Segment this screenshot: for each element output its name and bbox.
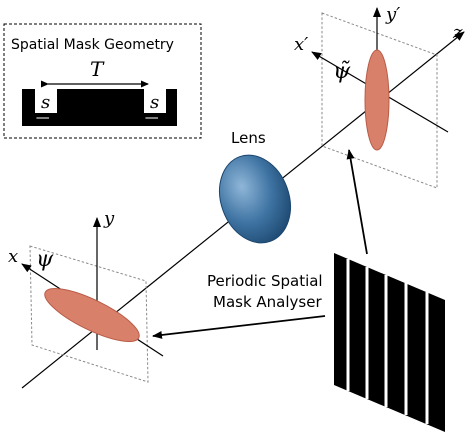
slit-label-right: s xyxy=(150,92,159,113)
mask-analyser-body xyxy=(334,253,445,432)
output-field-label: ψ̃ xyxy=(333,59,351,84)
slit-right xyxy=(144,89,166,113)
input-plane-outline xyxy=(29,245,149,383)
output-z-label: z xyxy=(452,22,463,43)
inset-border xyxy=(3,23,202,139)
output-x-label: x′ xyxy=(294,34,308,55)
output-plane: x′ y′ z ψ̃ xyxy=(294,4,463,189)
mask-geometry-inset: Spatial Mask Geometry T s s xyxy=(3,23,202,139)
arrow-to-output-field xyxy=(346,149,368,255)
inset-title: Spatial Mask Geometry xyxy=(11,37,174,53)
input-y-label: y xyxy=(103,208,115,229)
arrow-to-input-field xyxy=(152,315,326,339)
slit-label-left: s xyxy=(41,92,50,113)
lens-label: Lens xyxy=(231,129,266,147)
output-y-label: y′ xyxy=(385,4,400,25)
period-label: T xyxy=(90,57,105,81)
input-field-ellipse xyxy=(44,288,140,342)
input-plane: x y ψ xyxy=(8,208,164,383)
input-x-label: x xyxy=(8,246,18,267)
slit-left xyxy=(35,89,57,113)
output-plane-outline xyxy=(321,12,438,189)
output-field-ellipse xyxy=(364,49,390,151)
analyser-label-line1: Periodic Spatial xyxy=(207,272,323,290)
analyser-label-line2: Mask Analyser xyxy=(213,293,322,311)
mask-analyser: Periodic Spatial Mask Analyser xyxy=(207,253,445,432)
input-field-label: ψ xyxy=(36,247,54,272)
lens: Lens xyxy=(219,129,291,244)
lens-body xyxy=(219,154,291,244)
